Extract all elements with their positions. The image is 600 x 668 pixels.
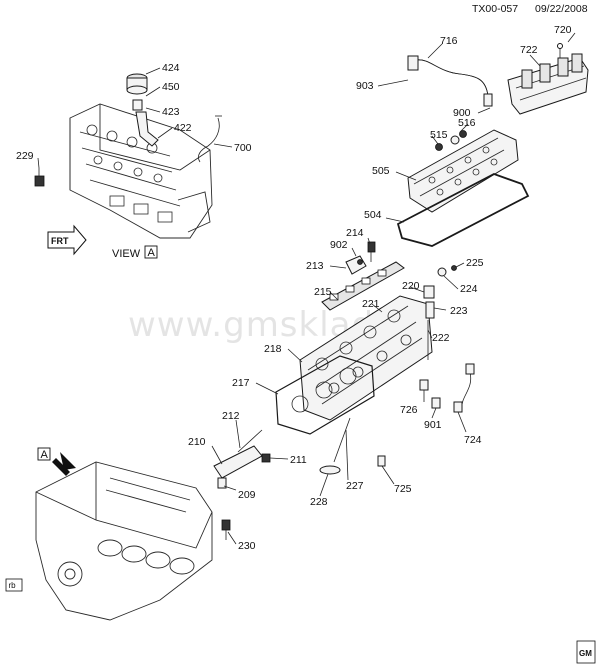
callout-902: 902 (330, 239, 348, 251)
callout-700: 700 (234, 142, 252, 154)
ignition-coil-bracket (507, 43, 589, 115)
callout-720: 720 (554, 24, 572, 36)
callout-labels: 720 716 722 424 450 903 423 900 422 516 … (16, 24, 572, 552)
view-label: VIEW (112, 248, 141, 260)
callout-225: 225 (466, 257, 484, 269)
callout-450: 450 (162, 81, 180, 93)
callout-217: 217 (232, 377, 250, 389)
callout-230: 230 (238, 540, 256, 552)
valve-cover (407, 129, 519, 213)
callout-214: 214 (346, 227, 364, 239)
callout-222: 222 (432, 332, 450, 344)
callout-901: 901 (424, 419, 442, 431)
valve-spring-group (423, 265, 457, 360)
view-a-marker: A (37, 447, 76, 476)
callout-213: 213 (306, 260, 324, 272)
callout-228: 228 (310, 496, 328, 508)
callout-210: 210 (188, 436, 206, 448)
callout-903: 903 (356, 80, 374, 92)
callout-218: 218 (264, 343, 282, 355)
callout-211: 211 (290, 454, 307, 466)
valve-cover-gasket (396, 173, 530, 247)
callout-229: 229 (16, 150, 34, 162)
callout-716: 716 (440, 35, 458, 47)
callout-515: 515 (430, 129, 448, 141)
callout-722: 722 (520, 44, 538, 56)
callout-516: 516 (458, 117, 476, 129)
callout-724: 724 (464, 434, 482, 446)
callout-209: 209 (238, 489, 256, 501)
callout-726: 726 (400, 404, 418, 416)
callout-725: 725 (394, 483, 412, 495)
callout-424: 424 (162, 62, 180, 74)
callout-422: 422 (174, 122, 192, 134)
callout-212: 212 (222, 410, 240, 422)
callout-224: 224 (460, 283, 478, 295)
footer-tag-left: rb (9, 581, 17, 590)
view-a-marker-letter: A (41, 449, 49, 461)
callout-504: 504 (364, 209, 382, 221)
diagram-id: TX00-057 (472, 3, 518, 15)
front-arrow: FRT (47, 224, 87, 256)
callout-215: 215 (314, 286, 332, 298)
callout-900: 900 (453, 107, 471, 119)
head-gasket (275, 355, 375, 435)
view-letter: A (148, 247, 156, 259)
front-marker: FRT (51, 236, 69, 246)
diagram-date: 09/22/2008 (535, 3, 588, 15)
callout-223: 223 (450, 305, 468, 317)
callout-220: 220 (402, 280, 420, 292)
callout-505: 505 (372, 165, 390, 177)
leader-lines (37, 32, 576, 545)
callout-227: 227 (346, 480, 364, 492)
engine-block (35, 461, 213, 621)
bolt-229 (34, 168, 45, 187)
footer-logo: GM (579, 649, 592, 658)
callout-221: 221 (362, 298, 380, 310)
oil-fill-tube (126, 73, 159, 147)
callout-423: 423 (162, 106, 180, 118)
